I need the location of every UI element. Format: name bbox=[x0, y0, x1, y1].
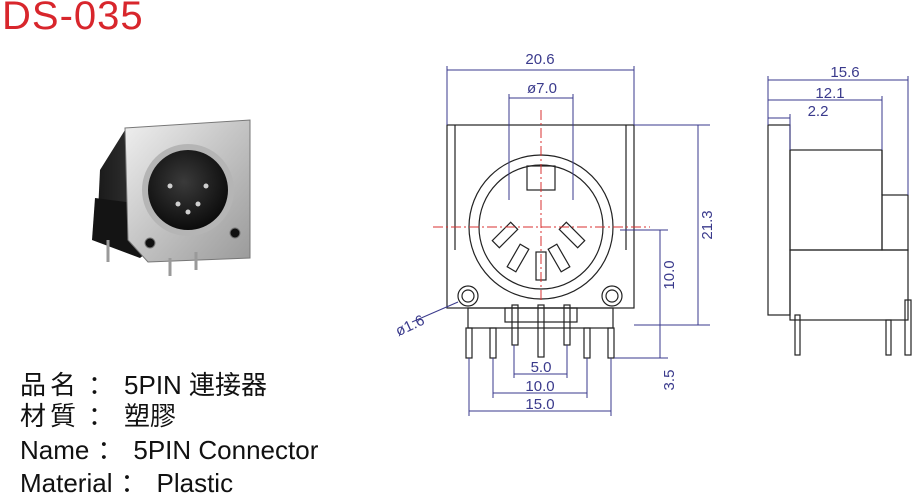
dim-pitch-3: 15.0 bbox=[525, 396, 554, 413]
dim-mount-hole: ø1.6 bbox=[393, 312, 427, 340]
side-pin-mid bbox=[885, 319, 892, 356]
spec-key: 品名 bbox=[20, 370, 81, 400]
front-dimension-lines bbox=[411, 66, 710, 416]
spec-sep: ： bbox=[88, 401, 115, 431]
spec-row-name: Name： 5PIN Connector bbox=[20, 430, 318, 467]
dim-pin-length: 3.5 bbox=[661, 370, 678, 391]
front-mount-hole-right bbox=[601, 285, 623, 307]
side-socket-body bbox=[789, 149, 883, 251]
side-pin-front bbox=[794, 314, 801, 356]
side-pin-rear bbox=[904, 299, 912, 356]
side-dimension-lines bbox=[767, 76, 909, 195]
photo-socket-hole bbox=[148, 150, 228, 230]
spec-value: 5PIN Connector bbox=[133, 435, 319, 465]
dim-pitch-1: 5.0 bbox=[531, 359, 552, 376]
front-dimension-labels: 20.6 ø7.0 21.3 10.0 3.5 ø1.6 5.0 10.0 15… bbox=[393, 51, 716, 413]
dim-flange: 2.2 bbox=[808, 103, 829, 120]
spec-value: 5PIN 連接器 bbox=[124, 370, 268, 400]
side-flange bbox=[767, 124, 791, 316]
photo-pin-holes bbox=[167, 183, 209, 215]
dim-depth-total: 15.6 bbox=[830, 64, 859, 81]
spec-key: Name bbox=[20, 435, 90, 465]
side-housing bbox=[789, 249, 909, 321]
spec-sep: ： bbox=[97, 435, 124, 465]
dim-height: 21.3 bbox=[699, 210, 716, 239]
front-mount-hole-left bbox=[457, 285, 479, 307]
spec-row-product-name: 品名： 5PIN 連接器 bbox=[20, 365, 267, 402]
dim-body-height: 10.0 bbox=[661, 260, 678, 289]
dim-width: 20.6 bbox=[525, 51, 554, 68]
center-lines bbox=[433, 110, 650, 300]
dim-pitch-2: 10.0 bbox=[525, 378, 554, 395]
front-pins-lower bbox=[465, 304, 615, 359]
photo-mount-hole-left bbox=[144, 237, 156, 249]
side-view bbox=[767, 124, 912, 356]
spec-value: 塑膠 bbox=[124, 401, 177, 431]
product-title: DS-035 bbox=[2, 0, 144, 38]
spec-key: 材質 bbox=[20, 401, 81, 431]
front-pins bbox=[491, 221, 586, 281]
dim-depth-body: 12.1 bbox=[815, 85, 844, 102]
photo-mount-hole-right bbox=[229, 227, 241, 239]
side-rear-block bbox=[881, 194, 909, 251]
side-dimension-labels: 15.6 12.1 2.2 bbox=[808, 64, 860, 120]
photo-pins bbox=[106, 240, 198, 276]
dim-hole-dia: ø7.0 bbox=[527, 80, 557, 97]
product-photo bbox=[92, 119, 251, 276]
front-base bbox=[467, 307, 614, 329]
spec-row-material-cn: 材質： 塑膠 bbox=[20, 396, 176, 433]
spec-sep: ： bbox=[88, 370, 115, 400]
